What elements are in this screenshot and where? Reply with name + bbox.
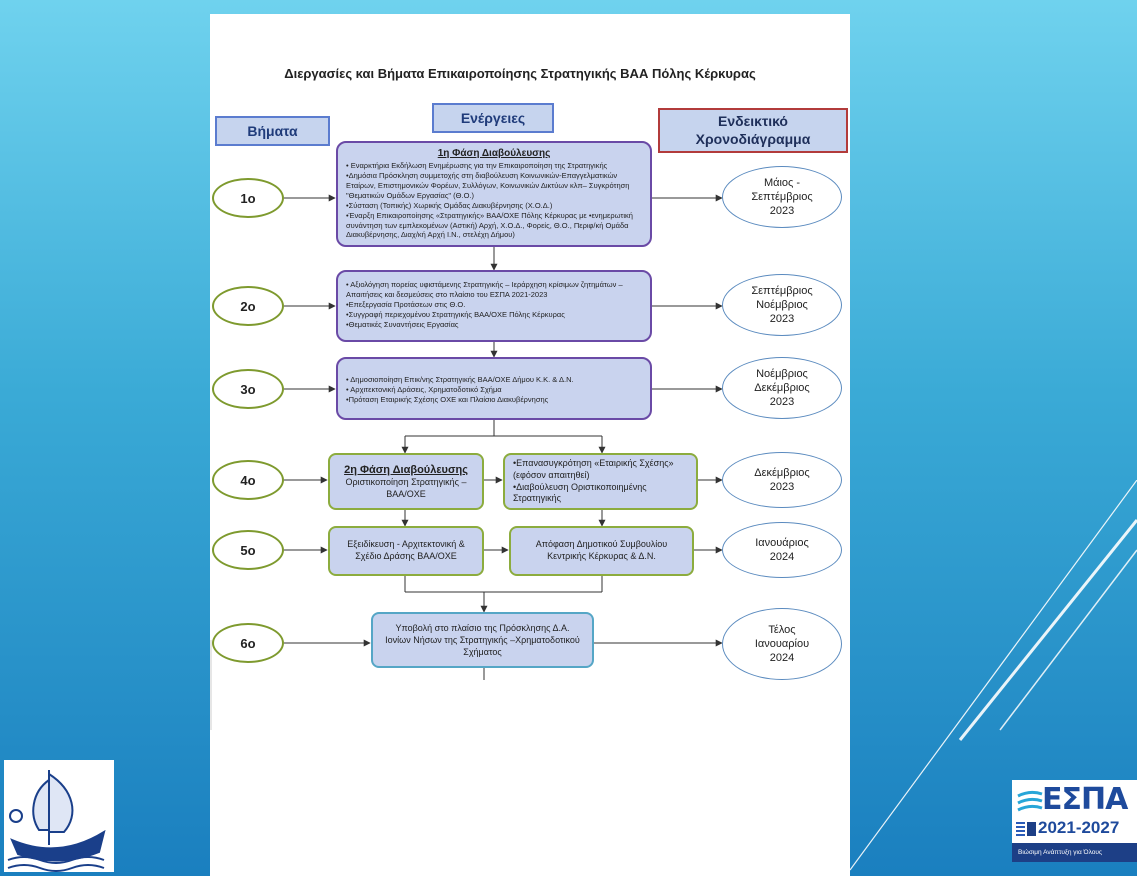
- header-actions-label: Ενέργειες: [460, 110, 526, 126]
- header-steps-label: Βήματα: [247, 123, 298, 139]
- step-2-oval: 2ο: [212, 286, 284, 326]
- timeline-6-line: Τέλος: [768, 623, 796, 636]
- phase2-box: 2η Φάση Διαβούλευσης Οριστικοποίηση Στρα…: [328, 453, 484, 510]
- timeline-1-line: 2023: [769, 205, 795, 218]
- step4-right-item: •Διαβούλευση Οριστικοποιημένης Στρατηγικ…: [513, 481, 647, 504]
- header-steps: Βήματα: [215, 116, 330, 146]
- step-3-label: 3ο: [240, 381, 256, 397]
- timeline-3-line: Δεκέμβριος: [754, 381, 810, 394]
- phase1-item: •Έναρξη Επικαιροποίησης «Στρατηγικής» ΒΑ…: [346, 210, 633, 240]
- timeline-4-line: Δεκέμβριος: [754, 466, 810, 479]
- step5-right-text: Απόφαση Δημοτικού Συμβουλίου Κεντρικής Κ…: [535, 539, 668, 561]
- step-2-label: 2ο: [240, 298, 256, 314]
- step2-box: • Αξιολόγηση πορείας υφιστάμενης Στρατηγ…: [336, 270, 652, 342]
- timeline-6-line: Ιανουαρίου: [754, 637, 810, 650]
- espa-tagline: Βιώσιμη Ανάπτυξη για Όλους: [1012, 843, 1137, 862]
- espa-logo: ΕΣΠΑ 2021-2027 Βιώσιμη Ανάπτυξη για Όλου…: [1012, 780, 1137, 862]
- timeline-2-line: Σεπτέμβριος: [751, 284, 813, 297]
- phase1-heading: 1η Φάση Διαβούλευσης: [437, 148, 551, 159]
- step-6-oval: 6ο: [212, 623, 284, 663]
- timeline-5: Ιανουάριος 2024: [722, 522, 842, 578]
- timeline-1-line: Σεπτέμβριος: [751, 190, 813, 203]
- step-5-oval: 5ο: [212, 530, 284, 570]
- step4-right-item: •Επανασυγκρότηση «Εταιρικής Σχέσης» (εφό…: [513, 458, 674, 480]
- timeline-1: Μάιος -Σεπτέμβριος 2023: [722, 166, 842, 228]
- step3-box: • Δημοσιοποίηση Επικ/νης Στρατηγικής ΒΑΑ…: [336, 357, 652, 420]
- decorative-diagonal-lines: [850, 480, 1137, 871]
- espa-years: 2021-2027: [1038, 818, 1120, 837]
- step3-item: • Αρχιτεκτονική Δράσεις, Χρηματοδοτικό Σ…: [346, 384, 502, 394]
- timeline-2-line: Νοέμβριος: [756, 298, 808, 311]
- timeline-4: Δεκέμβριος 2023: [722, 452, 842, 508]
- header-timeline: Ενδεικτικό Χρονοδιάγραμμα: [658, 108, 848, 153]
- step-3-oval: 3ο: [212, 369, 284, 409]
- phase1-box: 1η Φάση Διαβούλευσης • Εναρκτήρια Εκδήλω…: [336, 141, 652, 247]
- step5-left-text: Εξειδίκευση - Αρχιτεκτονική & Σχέδιο Δρά…: [347, 539, 465, 561]
- phase1-item: •Σύσταση (Τοπικής) Χωρικής Ομάδας Διακυβ…: [346, 200, 553, 210]
- page-edge-line: [210, 640, 212, 730]
- espa-wordmark: ΕΣΠΑ: [1042, 782, 1128, 817]
- step-4-oval: 4ο: [212, 460, 284, 500]
- step5-right-box: Απόφαση Δημοτικού Συμβουλίου Κεντρικής Κ…: [509, 526, 694, 576]
- step5-left-box: Εξειδίκευση - Αρχιτεκτονική & Σχέδιο Δρά…: [328, 526, 484, 576]
- step3-item: •Πρόταση Εταιρικής Σχέσης ΟΧΕ και Πλαίσι…: [346, 394, 549, 404]
- step-4-label: 4ο: [240, 472, 256, 488]
- step2-item: •Συγγραφή περιεχομένου Στρατηγικής ΒΑΑ/Ο…: [346, 309, 565, 319]
- timeline-1-line: Μάιος -: [763, 176, 801, 189]
- step6-text: Υποβολή στο πλαίσιο της Πρόσκλησης Δ.Α. …: [385, 622, 580, 658]
- header-actions: Ενέργειες: [432, 103, 554, 133]
- step-1-label: 1ο: [240, 190, 256, 206]
- timeline-5-line: Ιανουάριος: [755, 536, 809, 549]
- step4-right-box: •Επανασυγκρότηση «Εταιρικής Σχέσης» (εφό…: [503, 453, 698, 510]
- timeline-5-line: 2024: [769, 551, 795, 563]
- step-5-label: 5ο: [240, 542, 256, 558]
- step2-item: •Θεματικές Συναντήσεις Εργασίας: [346, 319, 459, 329]
- diagram-title: Διεργασίες και Βήματα Επικαιροποίησης Στ…: [284, 66, 756, 81]
- timeline-4-line: 2023: [769, 481, 795, 493]
- flags-icon: [1016, 822, 1036, 836]
- step2-item: •Επεξεργασία Προτάσεων στις Θ.Ο.: [346, 299, 466, 309]
- phase1-item: •Δημόσια Πρόσκληση συμμετοχής στη διαβού…: [346, 171, 630, 200]
- phase2-text: Οριστικοποίηση Στρατηγικής – ΒΑΑ/ΟΧΕ: [345, 476, 467, 499]
- step-1-oval: 1ο: [212, 178, 284, 218]
- header-timeline-line2: Χρονοδιάγραμμα: [695, 130, 811, 147]
- step3-item: • Δημοσιοποίηση Επικ/νης Στρατηγικής ΒΑΑ…: [346, 375, 574, 384]
- phase2-heading: 2η Φάση Διαβούλευσης: [344, 463, 468, 476]
- timeline-2-line: 2023: [769, 313, 795, 326]
- timeline-6-line: 2024: [769, 652, 795, 665]
- step2-item: • Αξιολόγηση πορείας υφιστάμενης Στρατηγ…: [346, 280, 623, 299]
- timeline-3-line: 2023: [769, 396, 795, 409]
- step-6-label: 6ο: [240, 635, 256, 651]
- phase1-item: • Εναρκτήρια Εκδήλωση Ενημέρωσης για την…: [346, 161, 608, 171]
- espa-swoosh-icon: [1017, 790, 1043, 812]
- ship-logo-icon: [4, 760, 114, 872]
- header-timeline-line1: Ενδεικτικό: [718, 113, 788, 129]
- step6-box: Υποβολή στο πλαίσιο της Πρόσκλησης Δ.Α. …: [371, 612, 594, 668]
- timeline-3-line: Νοέμβριος: [756, 367, 808, 380]
